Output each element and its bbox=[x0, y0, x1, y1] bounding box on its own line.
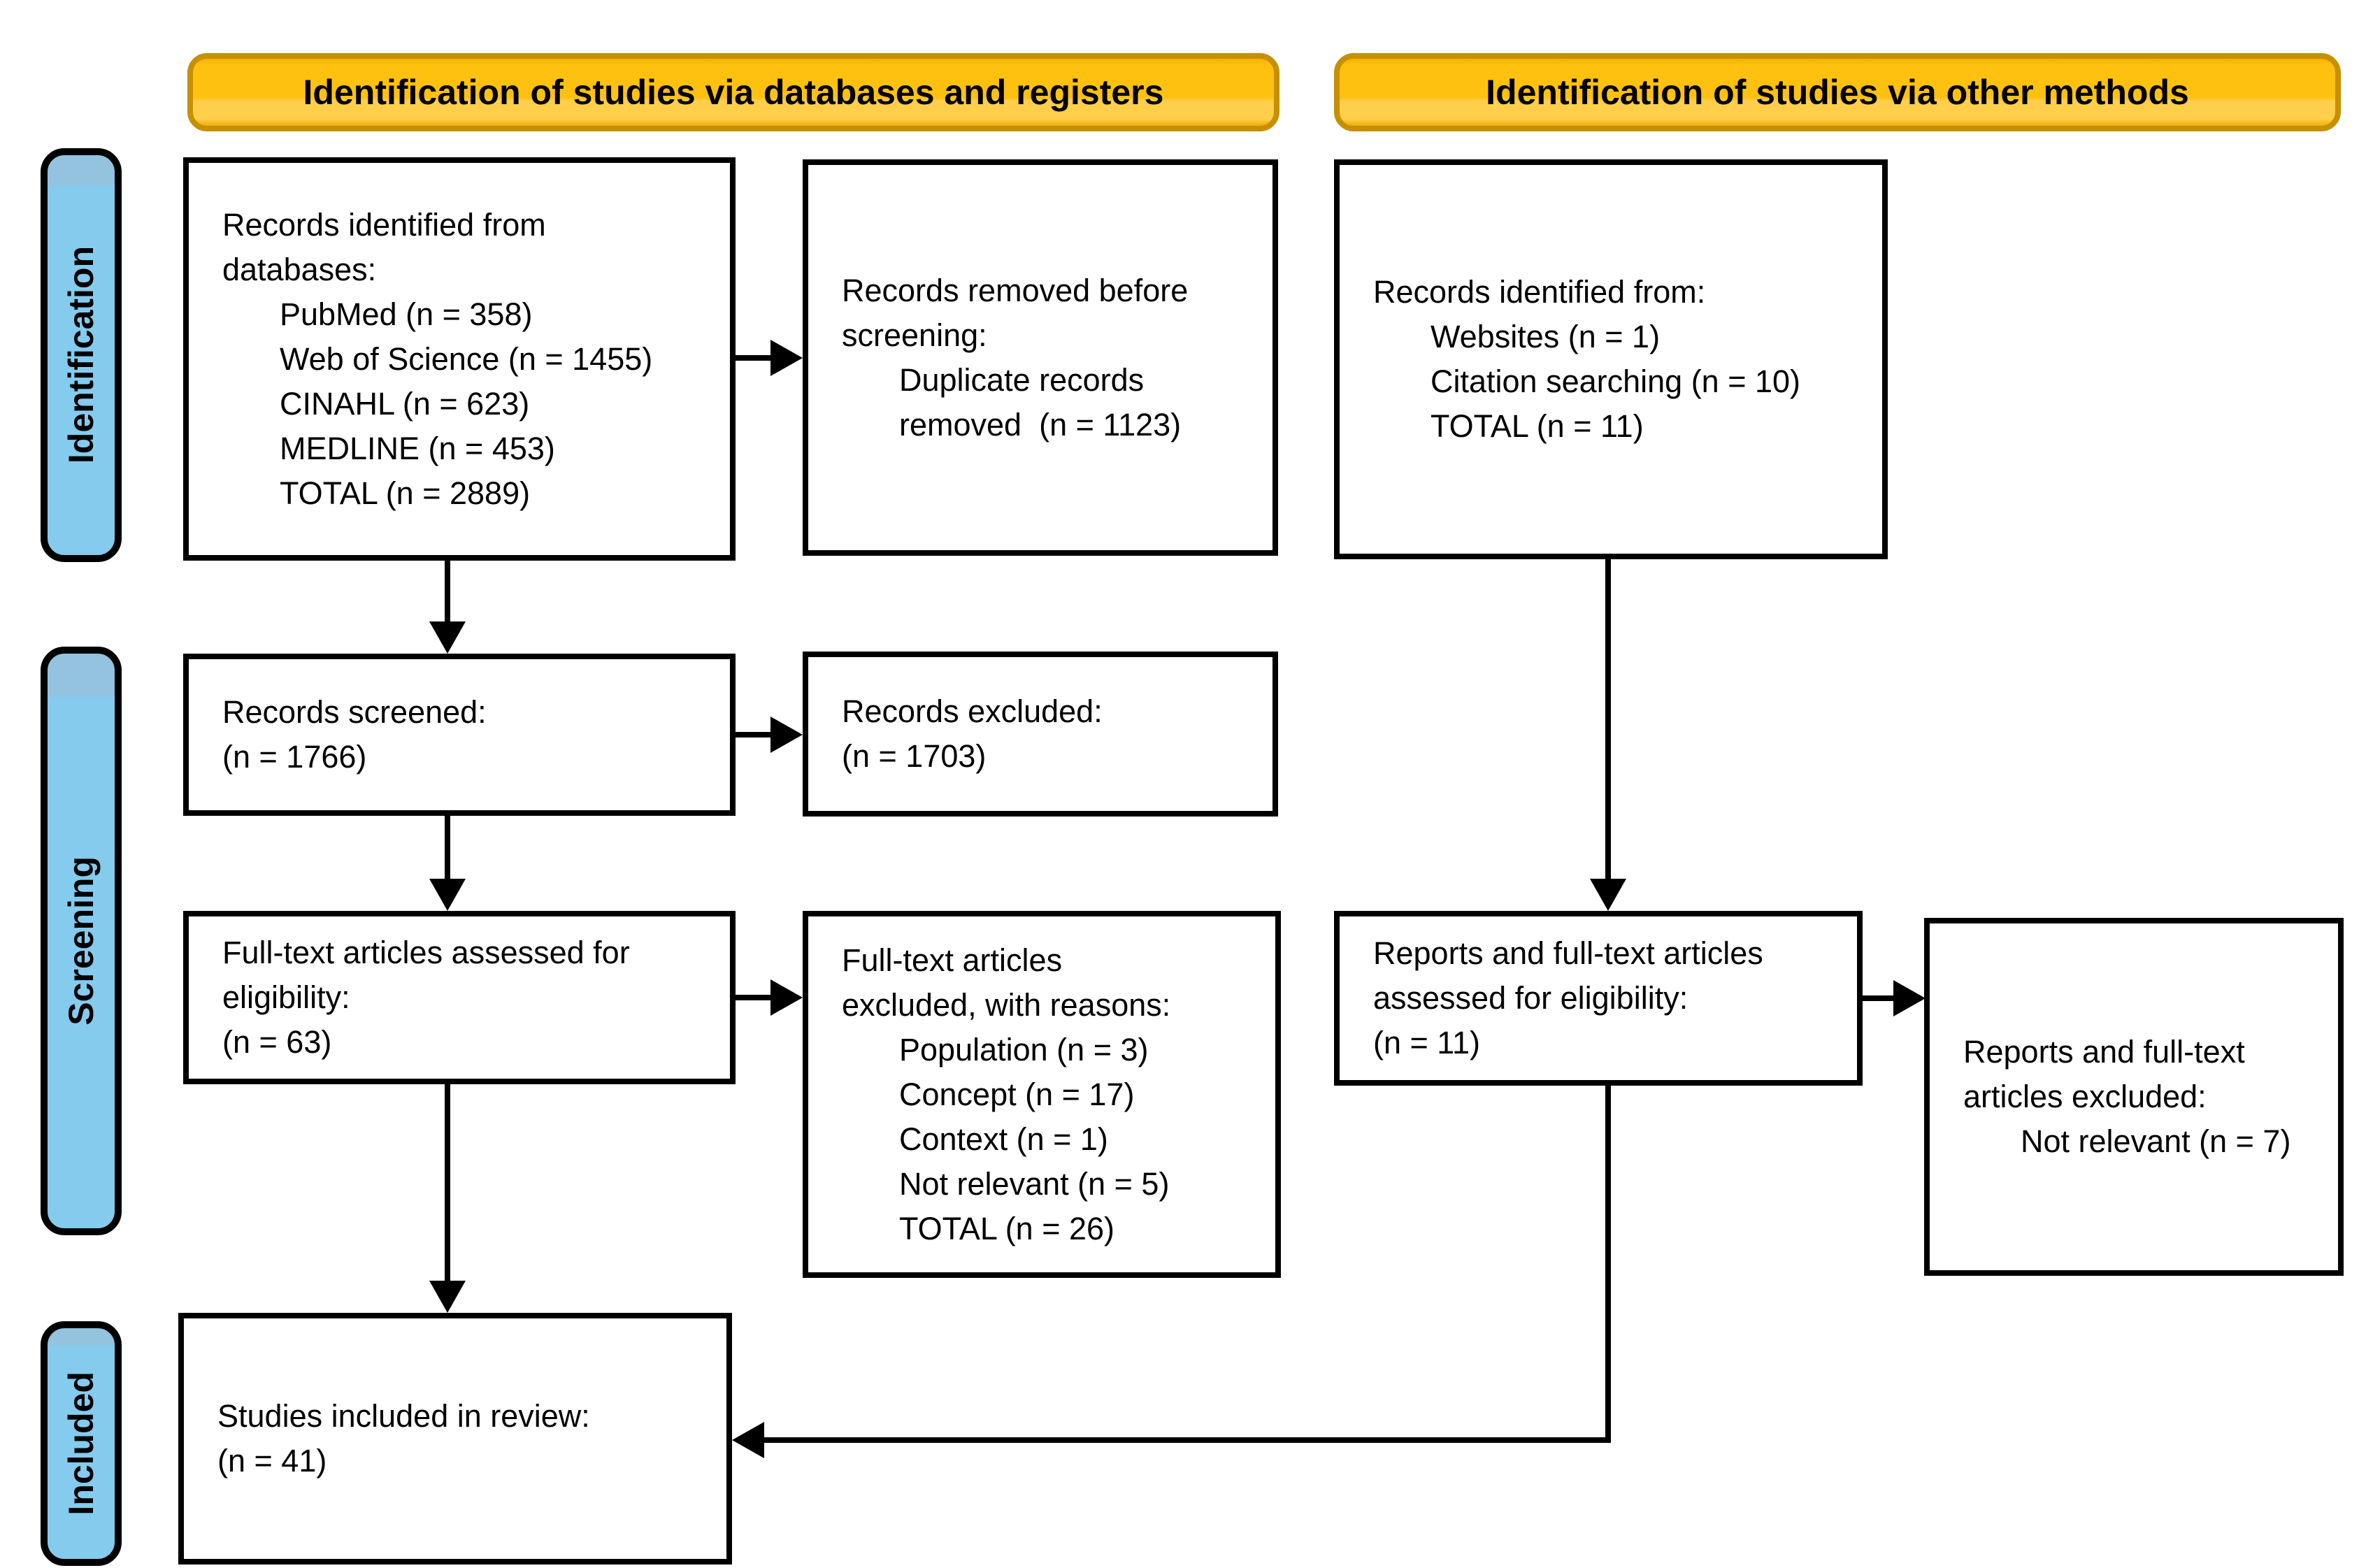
box-records-excluded: Records excluded: (n = 1703) bbox=[803, 652, 1278, 817]
header-other-methods: Identification of studies via other meth… bbox=[1334, 53, 2341, 131]
box-records-removed-before-screening: Records removed before screening: Duplicat… bbox=[803, 159, 1278, 556]
text-line: screening: bbox=[842, 317, 987, 353]
text-line: Full-text articles bbox=[842, 942, 1063, 978]
text-line: PubMed (n = 358) bbox=[280, 296, 533, 332]
text-line: TOTAL (n = 26) bbox=[899, 1210, 1115, 1246]
stage-ribbon-screening: Screening bbox=[41, 647, 122, 1235]
text-line: Citation searching (n = 10) bbox=[1431, 364, 1801, 399]
box-fulltext-assessed: Full-text articles assessed for eligibili… bbox=[183, 911, 736, 1084]
text-line: Not relevant (n = 7) bbox=[2021, 1123, 2291, 1159]
text-line: TOTAL (n = 11) bbox=[1431, 408, 1644, 444]
box-records-screened: Records screened: (n = 1766) bbox=[183, 654, 736, 816]
arrow-screened-to-excluded-head bbox=[770, 717, 803, 753]
header-databases-registers-label: Identification of studies via databases … bbox=[303, 73, 1164, 112]
arrow-fulltext-to-included-head bbox=[429, 1281, 466, 1313]
text-line: (n = 1703) bbox=[842, 738, 987, 774]
arrow-other-to-reports-line bbox=[1605, 559, 1611, 879]
text-line: Records excluded: bbox=[842, 693, 1103, 729]
text-line: Reports and full-text bbox=[1963, 1034, 2245, 1070]
stage-label-included: Included bbox=[62, 1372, 101, 1516]
arrow-identified-to-removed-line bbox=[736, 355, 770, 361]
text-line: databases: bbox=[222, 251, 377, 287]
arrow-fulltext-to-excluded-line bbox=[736, 995, 770, 1000]
text-line: Not relevant (n = 5) bbox=[899, 1165, 1170, 1202]
header-databases-registers: Identification of studies via databases … bbox=[187, 53, 1279, 131]
text-line: Duplicate records bbox=[899, 361, 1145, 398]
text-line: Records removed before bbox=[842, 272, 1189, 308]
box-reports-assessed: Reports and full-text articles assessed f… bbox=[1334, 911, 1863, 1086]
text-line: Studies included in review: bbox=[217, 1398, 590, 1434]
box-records-identified-other-methods: Records identified from: Websites (n = 1)… bbox=[1334, 159, 1888, 559]
text-line: eligibility: bbox=[222, 979, 350, 1015]
arrow-reports-to-excluded-line bbox=[1863, 995, 1893, 1001]
arrow-reports-to-excluded-head bbox=[1893, 980, 1926, 1016]
stage-ribbon-included: Included bbox=[41, 1321, 122, 1566]
box-fulltext-excluded-reasons: Full-text articles excluded, with reasons… bbox=[803, 911, 1281, 1278]
text-line: Context (n = 1) bbox=[899, 1121, 1108, 1157]
text-line: Reports and full-text articles bbox=[1373, 935, 1763, 971]
arrow-screened-to-fulltext-line bbox=[445, 816, 450, 879]
text-line: Websites (n = 1) bbox=[1431, 319, 1661, 354]
box-records-identified-databases: Records identified from databases: PubMed … bbox=[183, 157, 736, 561]
arrow-screened-to-fulltext-head bbox=[429, 879, 466, 911]
text-line: TOTAL (n = 2889) bbox=[280, 475, 531, 511]
text-line: CINAHL (n = 623) bbox=[280, 385, 530, 422]
stage-ribbon-identification: Identification bbox=[41, 148, 122, 562]
text-line: removed (n = 1123) bbox=[899, 406, 1182, 443]
text-line: Records identified from bbox=[222, 206, 546, 243]
arrow-fulltext-to-included-line bbox=[445, 1084, 450, 1281]
text-line: (n = 1766) bbox=[222, 739, 367, 775]
arrow-identified-to-screened-head bbox=[429, 621, 466, 654]
text-line: Web of Science (n = 1455) bbox=[280, 340, 653, 377]
arrow-fulltext-to-excluded-head bbox=[770, 979, 803, 1016]
arrow-reports-to-included-head bbox=[732, 1422, 764, 1458]
box-reports-excluded: Reports and full-text articles excluded: N… bbox=[1924, 918, 2344, 1276]
arrow-identified-to-removed-head bbox=[770, 340, 803, 376]
arrow-screened-to-excluded-line bbox=[736, 732, 770, 738]
text-line: MEDLINE (n = 453) bbox=[280, 430, 555, 466]
text-line: articles excluded: bbox=[1963, 1079, 2207, 1114]
header-other-methods-label: Identification of studies via other meth… bbox=[1486, 73, 2189, 112]
text-line: Concept (n = 17) bbox=[899, 1076, 1135, 1112]
connector-reports-to-included-vertical bbox=[1605, 1086, 1611, 1443]
text-line: assessed for eligibility: bbox=[1373, 980, 1688, 1016]
stage-label-identification: Identification bbox=[62, 246, 101, 464]
text-line: Records screened: bbox=[222, 694, 487, 730]
text-line: (n = 63) bbox=[222, 1024, 332, 1060]
arrow-identified-to-screened-line bbox=[445, 561, 450, 621]
text-line: Population (n = 3) bbox=[899, 1031, 1149, 1067]
stage-label-screening: Screening bbox=[62, 856, 101, 1026]
text-line: Full-text articles assessed for bbox=[222, 935, 630, 970]
text-line: (n = 11) bbox=[1373, 1025, 1480, 1060]
text-line: (n = 41) bbox=[217, 1443, 327, 1479]
box-studies-included: Studies included in review: (n = 41) bbox=[178, 1313, 732, 1565]
arrow-other-to-reports-head bbox=[1590, 879, 1626, 911]
text-line: excluded, with reasons: bbox=[842, 986, 1171, 1023]
connector-reports-to-included-horizontal bbox=[764, 1437, 1611, 1443]
text-line: Records identified from: bbox=[1373, 274, 1706, 310]
